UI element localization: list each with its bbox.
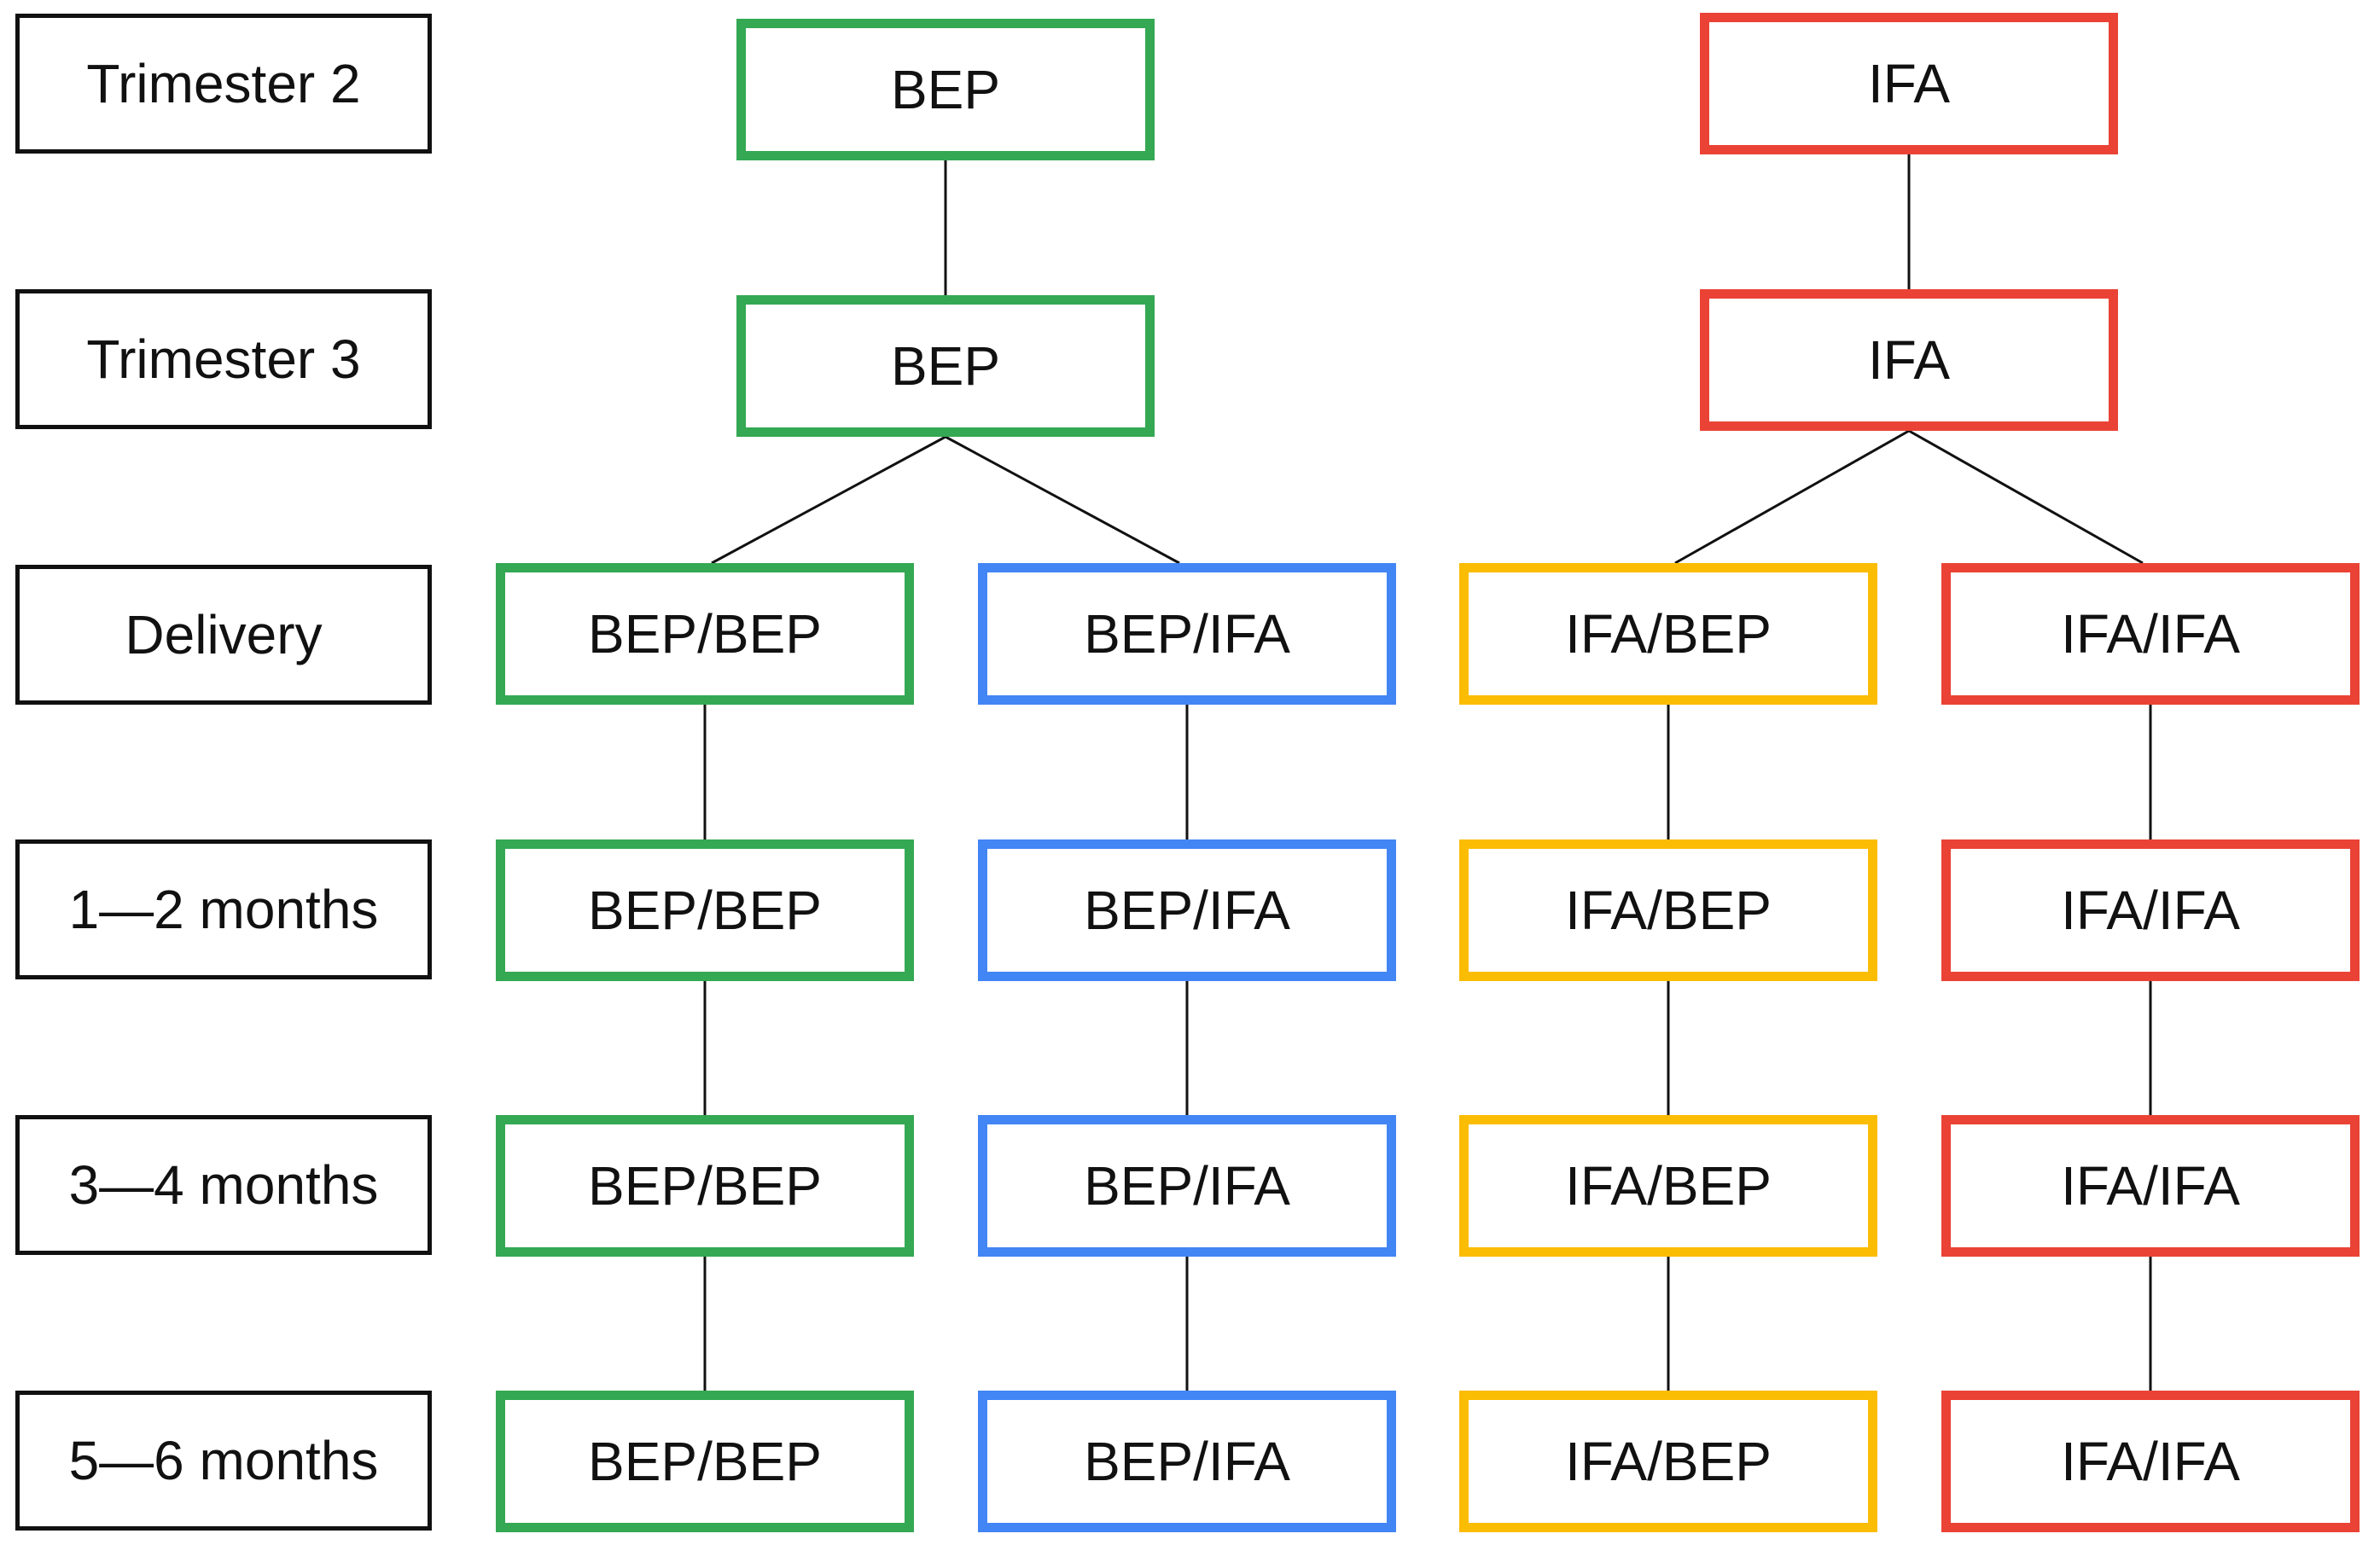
node-bep-bep-5-6-months: BEP/BEP <box>496 1391 914 1532</box>
connector-line <box>1674 429 1910 565</box>
row-label-text: Trimester 3 <box>86 328 361 390</box>
node-ifa-bep-3-4-months: IFA/BEP <box>1459 1115 1877 1257</box>
connector-line <box>1908 429 2144 565</box>
node-label: IFA/IFA <box>2061 1431 2240 1492</box>
node-ifa-bep-delivery: IFA/BEP <box>1459 563 1877 705</box>
node-bep-ifa-5-6-months: BEP/IFA <box>978 1391 1396 1532</box>
connector-line <box>711 435 946 565</box>
node-ifa-ifa-5-6-months: IFA/IFA <box>1941 1391 2360 1532</box>
node-label: BEP/IFA <box>1084 603 1290 665</box>
node-bep-bep-3-4-months: BEP/BEP <box>496 1115 914 1257</box>
node-bep-ifa-1-2-months: BEP/IFA <box>978 839 1396 981</box>
node-bep-trimester-3: BEP <box>736 295 1155 437</box>
row-label-text: 5—6 months <box>68 1430 379 1491</box>
node-label: IFA/BEP <box>1565 603 1772 665</box>
node-ifa-ifa-3-4-months: IFA/IFA <box>1941 1115 2360 1257</box>
row-label-trimester-3: Trimester 3 <box>15 289 432 429</box>
node-label: IFA <box>1867 329 1951 391</box>
node-label: BEP/BEP <box>588 603 822 665</box>
row-label-3-4-months: 3—4 months <box>15 1115 432 1255</box>
node-ifa-ifa-delivery: IFA/IFA <box>1941 563 2360 705</box>
connector-line <box>945 435 1180 565</box>
node-label: BEP/IFA <box>1084 1155 1290 1217</box>
node-bep-bep-delivery: BEP/BEP <box>496 563 914 705</box>
row-label-text: 3—4 months <box>68 1154 379 1216</box>
node-label: IFA/BEP <box>1565 1431 1772 1492</box>
node-label: BEP <box>890 335 1001 397</box>
node-label: BEP/IFA <box>1084 1431 1290 1492</box>
node-label: BEP/BEP <box>588 1431 822 1492</box>
node-label: IFA <box>1867 53 1951 114</box>
node-ifa-bep-1-2-months: IFA/BEP <box>1459 839 1877 981</box>
node-label: IFA/BEP <box>1565 880 1772 941</box>
node-label: BEP/BEP <box>588 880 822 941</box>
node-label: IFA/BEP <box>1565 1155 1772 1217</box>
node-label: BEP/IFA <box>1084 880 1290 941</box>
row-label-text: Trimester 2 <box>86 53 361 114</box>
row-label-5-6-months: 5—6 months <box>15 1391 432 1531</box>
row-label-text: 1—2 months <box>68 879 379 940</box>
node-ifa-trimester-3: IFA <box>1700 289 2118 431</box>
node-ifa-ifa-1-2-months: IFA/IFA <box>1941 839 2360 981</box>
node-bep-bep-1-2-months: BEP/BEP <box>496 839 914 981</box>
node-ifa-bep-5-6-months: IFA/BEP <box>1459 1391 1877 1532</box>
node-label: IFA/IFA <box>2061 603 2240 665</box>
node-label: BEP/BEP <box>588 1155 822 1217</box>
row-label-text: Delivery <box>125 604 323 665</box>
row-label-trimester-2: Trimester 2 <box>15 14 432 154</box>
row-label-1-2-months: 1—2 months <box>15 839 432 979</box>
row-label-delivery: Delivery <box>15 565 432 705</box>
node-label: IFA/IFA <box>2061 1155 2240 1217</box>
node-label: IFA/IFA <box>2061 880 2240 941</box>
node-ifa-trimester-2: IFA <box>1700 13 2118 154</box>
node-bep-ifa-delivery: BEP/IFA <box>978 563 1396 705</box>
node-bep-ifa-3-4-months: BEP/IFA <box>978 1115 1396 1257</box>
node-label: BEP <box>890 59 1001 120</box>
node-bep-trimester-2: BEP <box>736 19 1155 160</box>
